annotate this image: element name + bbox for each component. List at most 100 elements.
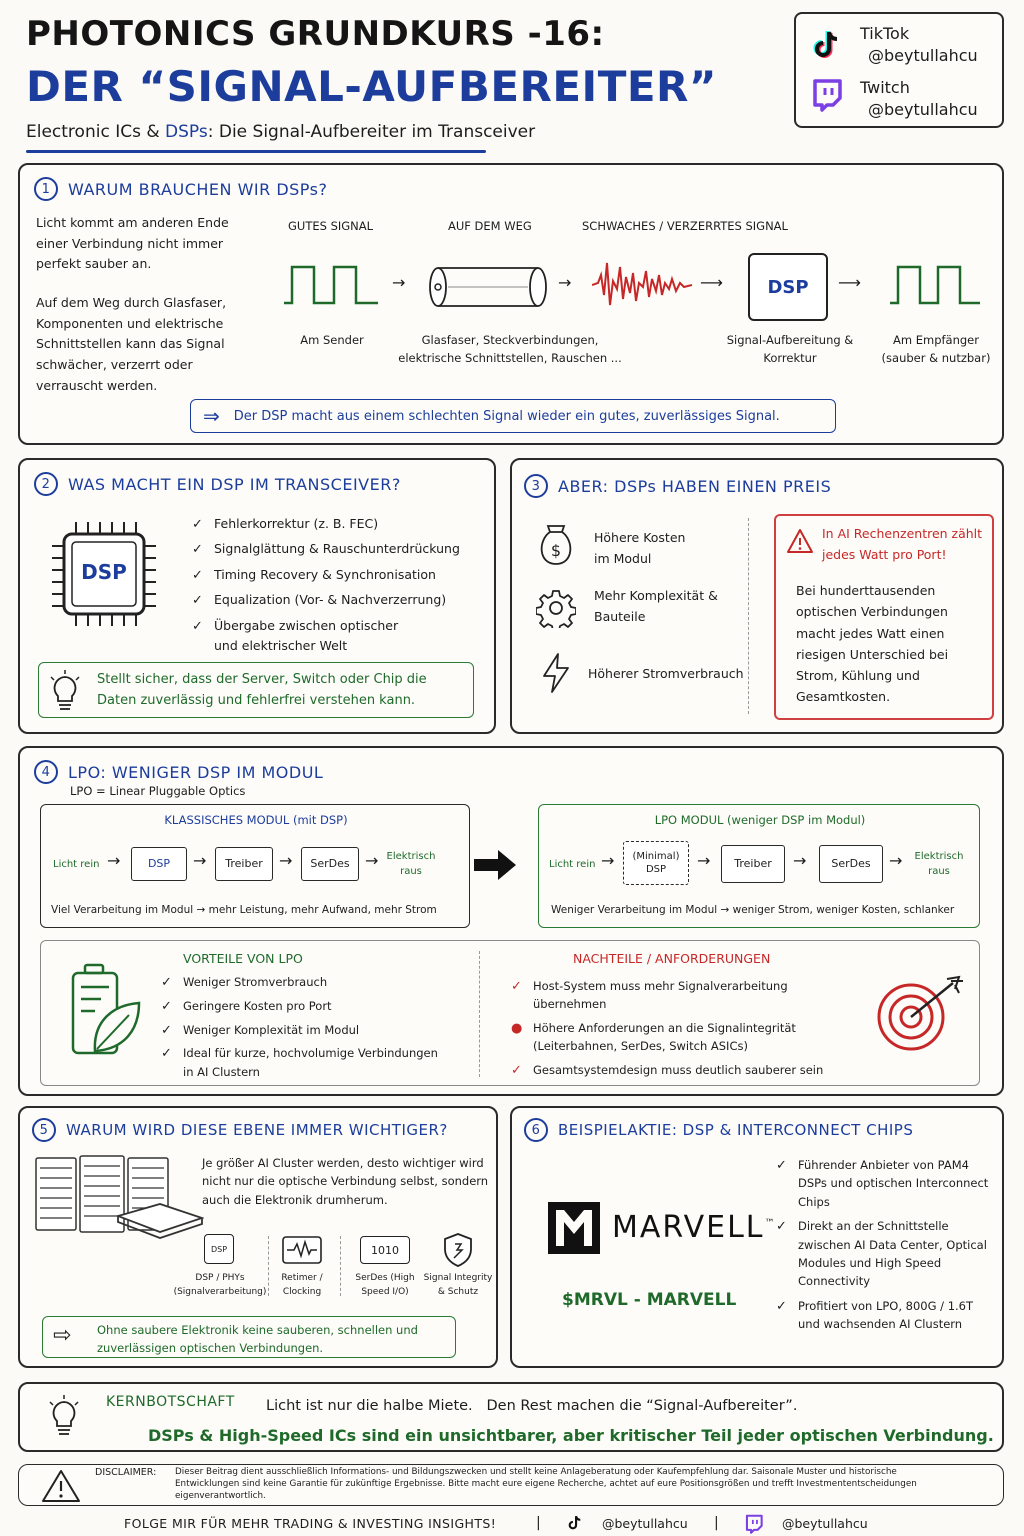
server-rack-icon (35, 1155, 204, 1239)
lightbulb-icon (49, 1395, 79, 1435)
section-1-callout-text: Der DSP macht aus einem schlechten Signa… (233, 408, 780, 424)
warning-text: Bei hunderttausenden optischen Verbindun… (796, 583, 949, 705)
list-item: ✓Timing Recovery & Synchronisation (192, 565, 482, 586)
section-4-box: 4 LPO: WENIGER DSP IM MODUL LPO = Linear… (18, 746, 1004, 1096)
disclaimer-text: Dieser Beitrag dient ausschließlich Info… (175, 1467, 917, 1501)
list-item-text: Gesamtsystemdesign muss deutlich saubere… (533, 1062, 824, 1077)
caption-receiver: Am Empfänger (sauber & nutzbar) (881, 333, 991, 366)
dsp-block: DSP (748, 253, 828, 321)
check-icon: ✓ (161, 998, 172, 1014)
list-item-text: Übergabe zwischen optischer und elektris… (214, 617, 399, 654)
tiktok-handle[interactable]: @beytullahcu (868, 46, 978, 65)
dsp-chip-label: DSP (81, 560, 127, 584)
component-label: DSP / PHYs (Signalverarbeitung) (173, 1273, 267, 1297)
list-item: ✓Geringere Kosten pro Port (161, 997, 451, 1018)
binary-icon-label: 1010 (371, 1243, 399, 1257)
section-1-box: 1 WARUM BRAUCHEN WIR DSPs? Licht kommt a… (18, 163, 1004, 445)
footer-bar: FOLGE MIR FÜR MEHR TRADING & INVESTING I… (0, 1514, 1024, 1534)
check-icon: ✓ (161, 975, 172, 990)
arrow-right-icon: → (193, 851, 207, 870)
section-1-callout: ⇒ Der DSP macht aus einem schlechten Sig… (190, 399, 836, 433)
pros-title: VORTEILE VON LPO (183, 951, 303, 966)
section-5-heading: WARUM WIRD DIESE EBENE IMMER WICHTIGER? (66, 1121, 448, 1139)
footer-twitch-handle[interactable]: @beytullahcu (782, 1516, 868, 1531)
footer-text: FOLGE MIR FÜR MEHR TRADING & INVESTING I… (124, 1516, 497, 1531)
flow-driver: Treiber (215, 847, 273, 881)
flow-electric-out: Elektrisch raus (386, 851, 436, 877)
dsp-chip-icon (48, 518, 160, 630)
footer-separator: | (536, 1515, 541, 1531)
caption-fiber: Glasfaser, Steckverbindungen, elektrisch… (398, 333, 622, 366)
component-label: SerDes (High Speed I/O) (355, 1273, 415, 1297)
power-text: Höherer Stromverbrauch (588, 666, 744, 681)
lpo-module-box: LPO MODUL (weniger DSP im Modul) Licht r… (538, 804, 980, 928)
list-item-text: Profitiert von LPO, 800G / 1.6T und wach… (798, 1298, 974, 1332)
double-arrow-icon: ⇒ (203, 404, 220, 428)
section-1-title: 1 WARUM BRAUCHEN WIR DSPs? (34, 177, 328, 201)
twitch-icon (810, 78, 844, 112)
trademark: ™ (764, 1218, 777, 1229)
section-4-heading: LPO: WENIGER DSP IM MODUL (68, 762, 324, 782)
section-6-box: 6 BEISPIELAKTIE: DSP & INTERCONNECT CHIP… (510, 1106, 1004, 1368)
cons-title: NACHTEILE / ANFORDERUNGEN (573, 951, 771, 966)
money-bag-icon: $ (540, 525, 572, 565)
lpo-module-title: LPO MODUL (weniger DSP im Modul) (654, 813, 866, 827)
check-icon: ✓ (776, 1158, 787, 1173)
core-message-line2: DSPs & High-Speed ICs sind ein unsichtba… (148, 1426, 994, 1445)
flow-electric-out: Elektrisch raus (914, 851, 964, 877)
binary-icon: 1010 (360, 1236, 410, 1264)
lpo-module-note: Weniger Verarbeitung im Modul → weniger … (551, 904, 955, 916)
list-item: ✓Host-System muss mehr Signalverarbeitun… (511, 977, 851, 1014)
arrow-right-icon: → (365, 851, 379, 870)
label-good-signal: GUTES SIGNAL (288, 219, 374, 233)
page-title-line2: DER “SIGNAL-AUFBEREITER” (26, 62, 717, 111)
check-icon: ✓ (192, 542, 203, 558)
list-item: ✓ Führender Anbieter von PAM4 DSPs und op… (776, 1156, 998, 1211)
double-arrow-icon: ⇨ (53, 1323, 72, 1348)
pros-list: ✓Weniger Stromverbrauch ✓Geringere Koste… (161, 973, 451, 1081)
section-1-intro-1: Licht kommt am anderen Ende einer Verbin… (36, 215, 229, 272)
section-4-number: 4 (34, 760, 58, 784)
section-6-title: 6 BEISPIELAKTIE: DSP & INTERCONNECT CHIP… (524, 1118, 913, 1142)
list-item: ✓Equalization (Vor- & Nachverzerrung) (192, 590, 482, 611)
section-1-intro-2: Auf dem Weg durch Glasfaser, Komponenten… (36, 295, 227, 393)
arrow-right-icon: ⟶ (700, 273, 723, 292)
pros-cons-divider (479, 951, 480, 1077)
tiktok-icon (568, 1515, 581, 1530)
arrow-right-icon: → (558, 273, 572, 292)
classic-module-note: Viel Verarbeitung im Modul → mehr Leistu… (51, 904, 437, 916)
footer-tiktok-handle[interactable]: @beytullahcu (602, 1516, 688, 1531)
arrow-right-icon: → (793, 851, 807, 870)
noisy-signal-wave (592, 262, 692, 306)
section-5-number: 5 (32, 1118, 56, 1142)
lightning-icon (543, 653, 569, 693)
core-message-label: KERNBOTSCHAFT (106, 1394, 235, 1410)
component-label: Signal Integrity & Schutz (423, 1273, 493, 1297)
check-icon: ✓ (776, 1298, 787, 1314)
list-item-text: Führender Anbieter von PAM4 DSPs und opt… (798, 1158, 989, 1209)
marvell-logo-icon (548, 1202, 600, 1254)
list-item-text: Höhere Anforderungen an die Signalintegr… (533, 1020, 796, 1054)
footer-separator: | (714, 1515, 719, 1531)
list-item-text: Weniger Komplexität im Modul (183, 1022, 360, 1037)
gear-icon (536, 590, 576, 628)
arrow-right-icon: → (889, 851, 903, 870)
disclaimer-box: DISCLAIMER: Dieser Beitrag dient ausschl… (18, 1464, 1004, 1506)
section-1-number: 1 (34, 177, 58, 201)
flow-light-in: Licht rein (549, 859, 596, 870)
section-6-heading: BEISPIELAKTIE: DSP & INTERCONNECT CHIPS (558, 1121, 914, 1139)
list-item-text: Timing Recovery & Synchronisation (214, 566, 436, 582)
list-item: ✓Fehlerkorrektur (z. B. FEC) (192, 514, 482, 535)
shield-icon (444, 1233, 472, 1267)
list-item-text: Host-System muss mehr Signalverarbeitung… (533, 979, 788, 1012)
page-subtitle: Electronic ICs & DSPs: Die Signal-Aufber… (26, 122, 535, 142)
svg-text:$: $ (551, 541, 561, 560)
twitch-handle[interactable]: @beytullahcu (868, 100, 978, 119)
social-box: TikTok @beytullahcu Twitch @beytullahcu (794, 12, 1004, 128)
section-2-box: 2 WAS MACHT EIN DSP IM TRANSCEIVER? DSP … (18, 458, 496, 734)
pros-cons-box: VORTEILE VON LPO ✓Weniger Stromverbrauch… (40, 940, 980, 1086)
section-2-tip-text: Stellt sicher, dass der Server, Switch o… (97, 672, 427, 709)
lightbulb-icon (50, 670, 80, 710)
check-icon: ✓ (511, 1062, 522, 1078)
list-item: ✓Weniger Komplexität im Modul (161, 1021, 451, 1042)
